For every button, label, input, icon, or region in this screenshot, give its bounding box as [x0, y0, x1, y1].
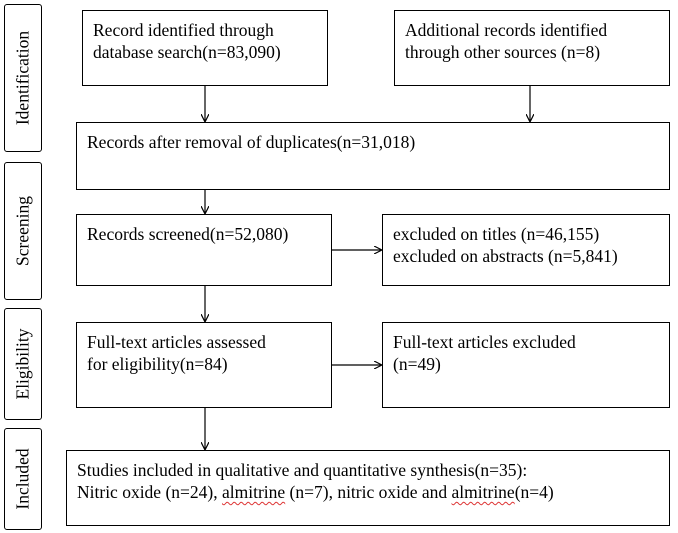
fulltext-excluded-text: Full-text articles excluded (n=49) [393, 332, 576, 374]
stage-screening: Screening [4, 162, 42, 300]
fulltext-assessed-text: Full-text articles assessed for eligibil… [87, 332, 266, 374]
stage-included: Included [4, 428, 42, 530]
db-search-box: Record identified through database searc… [82, 10, 328, 86]
after-duplicates-text: Records after removal of duplicates(n=31… [87, 132, 416, 152]
excluded-screen-box: excluded on titles (n=46,155) excluded o… [382, 214, 670, 286]
fulltext-assessed-box: Full-text articles assessed for eligibil… [76, 322, 332, 408]
stage-identification: Identification [4, 4, 42, 152]
after-duplicates-box: Records after removal of duplicates(n=31… [76, 122, 670, 190]
included-text: Studies included in qualitative and quan… [77, 460, 554, 502]
screened-box: Records screened(n=52,080) [76, 214, 332, 286]
fulltext-excluded-box: Full-text articles excluded (n=49) [382, 322, 670, 408]
stage-eligibility: Eligibility [4, 308, 42, 420]
screened-text: Records screened(n=52,080) [87, 224, 289, 244]
other-sources-box: Additional records identified through ot… [394, 10, 670, 86]
db-search-text: Record identified through database searc… [93, 20, 281, 62]
excluded-screen-text: excluded on titles (n=46,155) excluded o… [393, 224, 618, 266]
other-sources-text: Additional records identified through ot… [405, 20, 608, 62]
included-box: Studies included in qualitative and quan… [66, 450, 670, 526]
